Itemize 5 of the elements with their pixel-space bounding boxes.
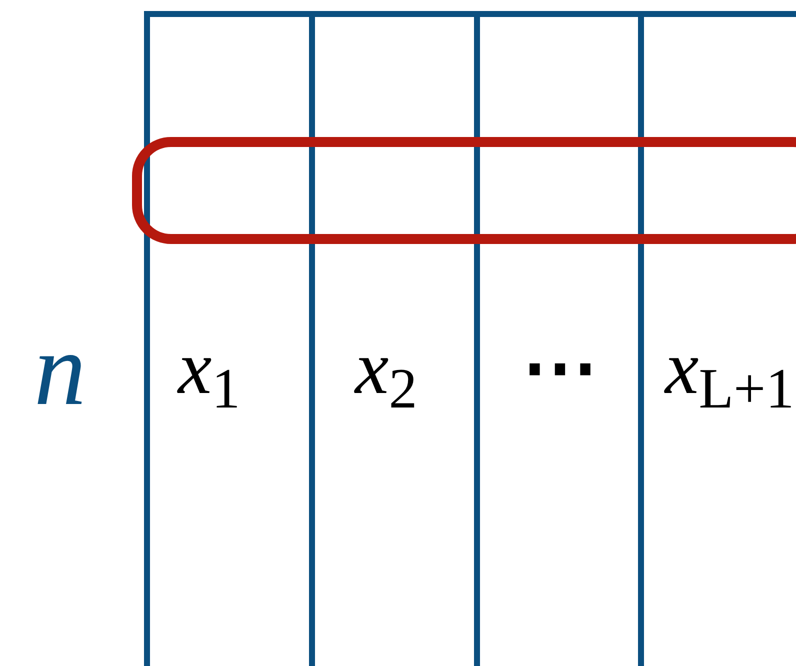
column-label: x$_{L+1}$: [665, 330, 794, 418]
ellipsis: ⋯: [522, 330, 598, 406]
column-label: x$_{1}$: [178, 330, 240, 418]
row-label: n: [34, 318, 86, 422]
column-label: x$_{2}$: [355, 330, 418, 418]
